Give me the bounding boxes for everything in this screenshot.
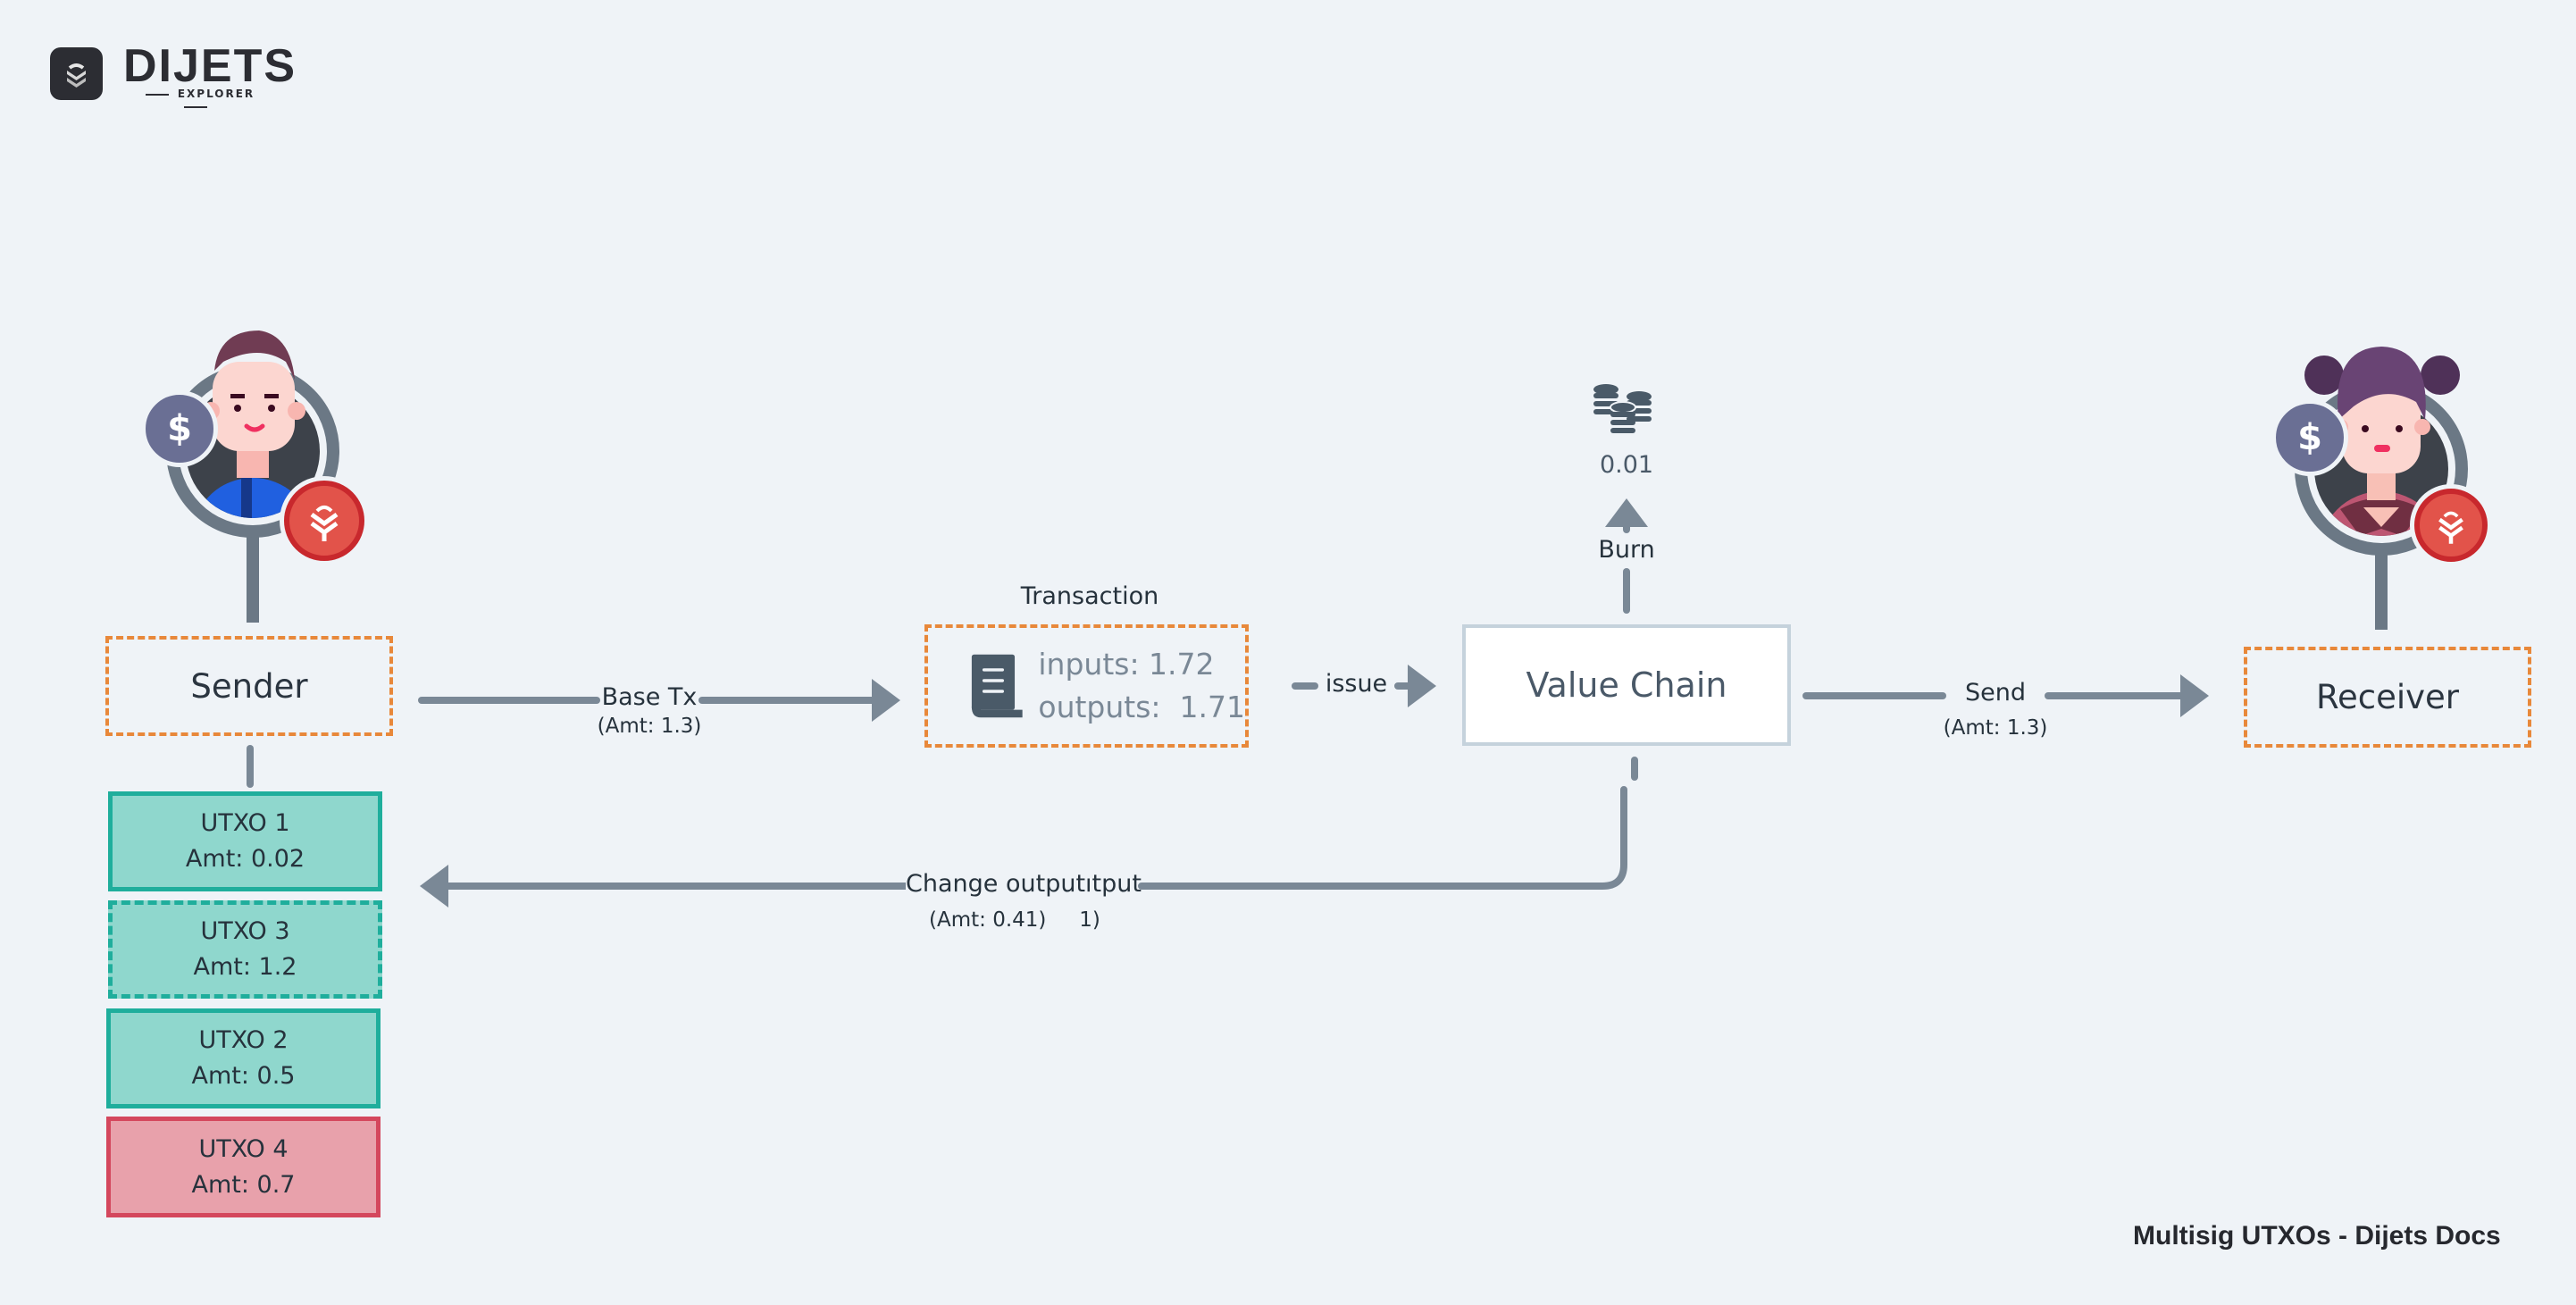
send-label: Send <box>1964 679 2026 707</box>
dijets-token-icon <box>284 481 364 561</box>
dollar-coin-icon: $ <box>2271 399 2348 476</box>
receiver-label: Receiver <box>2315 678 2460 716</box>
change-output-amount: (Amt: 0.41) <box>929 908 1047 932</box>
dijets-logo <box>50 47 103 100</box>
utxo-name: UTXO 2 <box>198 1026 289 1054</box>
brand-subtitle: EXPLORER <box>123 88 268 113</box>
document-scroll-icon <box>971 654 1023 718</box>
sender-label: Sender <box>190 666 308 706</box>
brand-name: DIJETS <box>123 40 297 92</box>
issue-label: issue <box>1325 670 1388 698</box>
utxo-amount: Amt: 0.5 <box>191 1062 296 1090</box>
base-tx-amount: (Amt: 1.3) <box>597 715 702 738</box>
base-tx-label: Base Tx <box>601 683 698 711</box>
transaction-title: Transaction <box>1020 582 1159 610</box>
dijets-token-icon <box>2414 489 2488 562</box>
utxo-card[interactable]: UTXO 4 Amt: 0.7 <box>106 1117 381 1217</box>
footer-caption: Multisig UTXOs - Dijets Docs <box>2133 1221 2501 1251</box>
sender-avatar <box>134 308 366 549</box>
layered-chevrons-icon <box>67 63 86 88</box>
change-output-label: Change outputıtput <box>906 870 1142 898</box>
utxo-card[interactable]: UTXO 3 Amt: 1.2 <box>108 900 382 999</box>
utxo-name: UTXO 3 <box>200 917 290 945</box>
utxo-amount: Amt: 0.7 <box>191 1170 296 1199</box>
utxo-name: UTXO 4 <box>198 1134 289 1163</box>
coin-stacks-icon <box>1593 384 1652 433</box>
burn-amount: 0.01 <box>1599 451 1654 479</box>
send-amount: (Amt: 1.3) <box>1943 716 2048 740</box>
value-chain-node[interactable]: Value Chain <box>1462 624 1791 746</box>
utxo-amount: Amt: 1.2 <box>193 953 297 981</box>
receiver-node[interactable]: Receiver <box>2244 647 2531 748</box>
burn-label: Burn <box>1598 536 1655 564</box>
transaction-node[interactable]: inputs: 1.72 outputs: 1.71 <box>924 624 1249 748</box>
utxo-amount: Amt: 0.02 <box>185 845 305 873</box>
utxo-card[interactable]: UTXO 2 Amt: 0.5 <box>106 1008 381 1108</box>
change-output-ghost-text: 1) <box>1079 908 1100 932</box>
change-edge-right <box>1138 786 1627 890</box>
utxo-card[interactable]: UTXO 1 Amt: 0.02 <box>108 791 382 891</box>
value-chain-label: Value Chain <box>1526 665 1727 705</box>
transaction-outputs: outputs: 1.71 <box>1038 690 1245 724</box>
utxo-name: UTXO 1 <box>200 809 290 837</box>
sender-node[interactable]: Sender <box>105 636 393 736</box>
dollar-coin-icon: $ <box>141 390 218 467</box>
receiver-avatar <box>2269 322 2501 563</box>
transaction-inputs: inputs: 1.72 <box>1038 647 1215 682</box>
